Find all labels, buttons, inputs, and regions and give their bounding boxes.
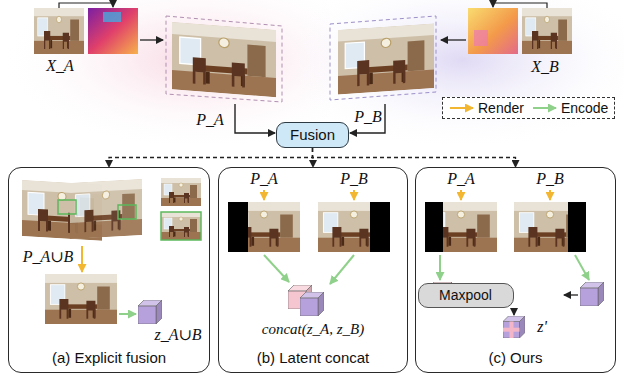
frustum	[166, 16, 282, 102]
panel-box: (b) Latent concat	[218, 167, 408, 373]
math-label: P_A	[196, 111, 224, 129]
empty-region	[228, 202, 248, 252]
pool-arrow	[564, 294, 578, 295]
flow-arrow	[350, 104, 385, 133]
rendered-image	[45, 274, 117, 324]
input-b	[441, 3, 572, 54]
legend-text: Encode	[561, 100, 608, 116]
math-label: P_B	[354, 108, 382, 126]
empty-region	[568, 202, 586, 252]
dashed-arrow	[313, 148, 516, 167]
rgb-image	[34, 8, 84, 54]
rendered-image	[318, 202, 390, 252]
rendered-image	[425, 202, 497, 252]
pool-arrow	[513, 308, 514, 315]
empty-region	[370, 202, 390, 252]
legend-arrow	[532, 102, 558, 114]
fused-cube	[503, 316, 525, 338]
math-label: P_B	[340, 170, 368, 188]
panel-b-art	[228, 190, 390, 316]
math-label: z'	[537, 318, 547, 336]
rendered-image	[228, 202, 300, 252]
latent-cube	[580, 282, 604, 306]
legend-text: Render	[478, 100, 524, 116]
render-arrow	[81, 246, 83, 272]
arrow-sample	[533, 107, 556, 109]
depth-map	[468, 8, 518, 54]
encode-arrow	[264, 255, 289, 282]
panel-caption: (a) Explicit fusion	[52, 349, 166, 367]
flow-arrow	[441, 39, 466, 40]
math-label: P_A∪B	[23, 248, 74, 266]
legend-arrow	[449, 102, 475, 114]
panel-c-art	[425, 190, 604, 338]
render-arrow	[460, 190, 462, 200]
legend-entry: Render	[449, 100, 524, 116]
math-label: X_B	[531, 58, 559, 76]
thumbnail	[161, 178, 201, 206]
input-a	[34, 3, 163, 54]
render-arrow	[549, 190, 551, 200]
render-arrow	[263, 190, 265, 200]
box-label: Fusion	[290, 126, 335, 144]
highlight-box	[161, 212, 201, 240]
legend-entry: Encode	[532, 100, 608, 116]
latent-cube	[138, 300, 162, 324]
panel-caption: (b) Latent concat	[257, 349, 370, 367]
depth-patch	[474, 30, 488, 46]
panel-box: (c) Ours Maxpool	[415, 167, 616, 373]
encode-arrow	[119, 313, 136, 315]
process-box: Maxpool	[418, 283, 514, 308]
highlight-box	[118, 205, 136, 219]
math-label: P_B	[536, 170, 564, 188]
legend-box: Render Encode	[442, 97, 615, 119]
process-box: Fusion	[276, 122, 349, 148]
point-cloud	[172, 22, 276, 97]
math-label: z_A∪B	[154, 326, 201, 344]
frustum	[330, 16, 436, 100]
thumbnail	[161, 212, 201, 240]
flow-arrow	[140, 39, 163, 40]
math-label: P_A	[447, 170, 475, 188]
render-arrow	[353, 190, 355, 200]
rendered-image	[514, 202, 586, 252]
point-cloud	[338, 24, 434, 95]
box-label: Maxpool	[439, 287, 492, 304]
panel-a-art	[22, 178, 201, 324]
bracket-arrow	[493, 3, 547, 8]
cube-pattern	[503, 328, 520, 332]
encode-arrow	[575, 255, 589, 280]
math-label: concat(z_A, z_B)	[262, 321, 364, 338]
math-label: P_A	[250, 170, 278, 188]
merged-cloud	[70, 179, 142, 239]
encode-arrow	[439, 255, 441, 280]
rgb-image	[522, 8, 572, 54]
arrow-sample	[450, 107, 473, 109]
point-cloud-b	[330, 16, 436, 133]
depth-patch	[103, 12, 121, 22]
bracket-arrow	[59, 3, 113, 8]
flow-arrow	[235, 104, 275, 133]
panel-caption: (c) Ours	[488, 349, 542, 367]
dashed-arrow	[109, 148, 313, 167]
latent-cube	[300, 292, 324, 316]
empty-region	[425, 202, 443, 252]
math-label: X_A	[46, 57, 74, 75]
depth-map	[88, 8, 138, 54]
highlight-box	[58, 200, 76, 214]
encode-arrow	[330, 255, 354, 284]
point-cloud-a	[166, 16, 282, 133]
